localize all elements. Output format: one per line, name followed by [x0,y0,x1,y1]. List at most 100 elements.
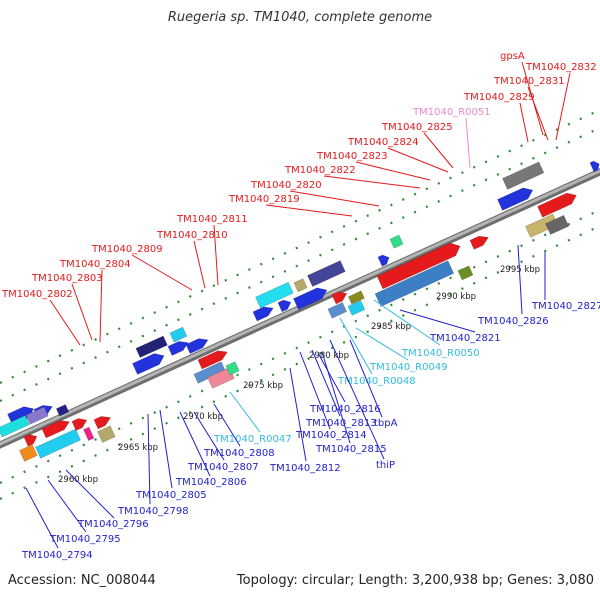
gene-arrow [197,350,228,370]
label-leader-line [289,367,307,462]
gene-feature [83,426,95,441]
gene-label: TM1040_2794 [21,550,93,561]
gene-arrow [277,299,292,313]
genome-summary-text: Topology: circular; Length: 3,200,938 bp… [236,573,594,588]
label-leader-line [65,469,115,519]
label-leader-line [465,117,471,169]
gene-feature [135,335,168,358]
gene-feature [347,290,365,305]
label-leader-line [179,411,211,477]
gene-label: thiP [376,460,395,471]
gene-feature [277,299,292,313]
label-leader-line [131,254,193,291]
label-leader-line [339,317,373,375]
label-leader-line [47,479,87,533]
gene-box [347,290,365,305]
gene-arrow [93,416,112,430]
gene-feature [169,326,188,343]
gene-feature [537,192,577,218]
gene-feature [41,420,71,439]
gene-feature [497,187,534,211]
gene-feature [502,161,545,190]
axis-tick-label: 2985 kbp [371,322,411,332]
label-leader-line [311,349,341,417]
gene-feature [457,265,474,281]
axis-tick-label: 2995 kbp [500,265,540,275]
label-leader-line [229,391,261,433]
gene-box [374,260,455,307]
gene-feature [469,235,489,250]
gene-label: TM1040_2816 [309,404,381,415]
gene-feature [167,341,189,356]
gene-feature [97,425,116,443]
label-leader-line [519,102,529,143]
gene-feature [55,404,70,417]
gene-feature [293,278,308,293]
label-leader-line [555,72,571,141]
gene-label: TM1040_2826 [477,316,549,327]
gene-box [135,335,168,358]
gene-arrow [589,160,600,173]
label-leader-line [399,309,476,333]
gene-label: TM1040_2824 [347,137,419,148]
gene-label: TM1040_2814 [295,430,367,441]
label-leader-line [387,147,449,173]
gene-label: TM1040_2822 [284,165,356,176]
gene-label: TM1040_2827 [531,301,600,312]
gene-box [225,361,240,376]
gene-label: TM1040_2802 [1,289,73,300]
gene-box [97,425,116,443]
gene-box [327,302,348,319]
axis-tick-label: 2970 kbp [183,412,223,422]
gene-arrow [331,291,348,305]
label-leader-line [317,352,346,403]
gene-label: TM1040_2806 [175,477,247,488]
label-leader-line [49,299,81,346]
gene-arrow [252,306,274,322]
gene-label: TM1040_2829 [463,92,535,103]
axis-tick-label: 2965 kbp [118,443,158,453]
gene-label: TM1040_2803 [31,273,103,284]
gene-label: TM1040_2796 [77,519,149,530]
gene-feature [197,350,228,370]
gene-arrow [293,287,328,310]
gene-box [457,265,474,281]
label-leader-line [323,175,421,189]
page-title: Ruegeria sp. TM1040, complete genome [167,10,433,25]
label-leader-line [213,403,241,447]
gene-label: TM1040_R0050 [401,348,480,359]
gene-label: TM1040_R0048 [337,376,416,387]
gene-label: TM1040_2815 [315,444,387,455]
gene-box [255,281,294,309]
gene-feature [589,160,600,173]
label-leader-line [289,190,380,207]
gene-label: TM1040_2804 [59,259,131,270]
gene-label: TM1040_2808 [203,448,275,459]
label-leader-line [517,244,523,315]
gene-label: TM1040_2795 [49,534,121,545]
gene-feature [331,291,348,305]
gene-box [55,404,70,417]
gene-arrow [537,192,577,218]
axis-tick-label: 2990 kbp [436,292,476,302]
gene-box [347,300,366,316]
axis-tick-label: 2960 kbp [58,475,98,485]
gene-arrow [377,254,390,267]
gene-label: TM1040_2811 [176,214,248,225]
gene-label: TM1040_2807 [187,462,259,473]
gene-box [502,161,545,190]
label-leader-line [349,339,383,418]
label-leader-line [193,411,225,461]
gene-feature [389,234,404,249]
gene-feature [293,287,328,310]
label-leader-line [321,351,351,444]
gene-arrow [185,338,209,354]
gene-box [25,406,49,425]
gene-box [35,428,81,459]
gene-feature [25,406,49,425]
gene-feature [93,416,112,430]
gene-arrow [132,353,165,375]
gene-feature [327,302,348,319]
